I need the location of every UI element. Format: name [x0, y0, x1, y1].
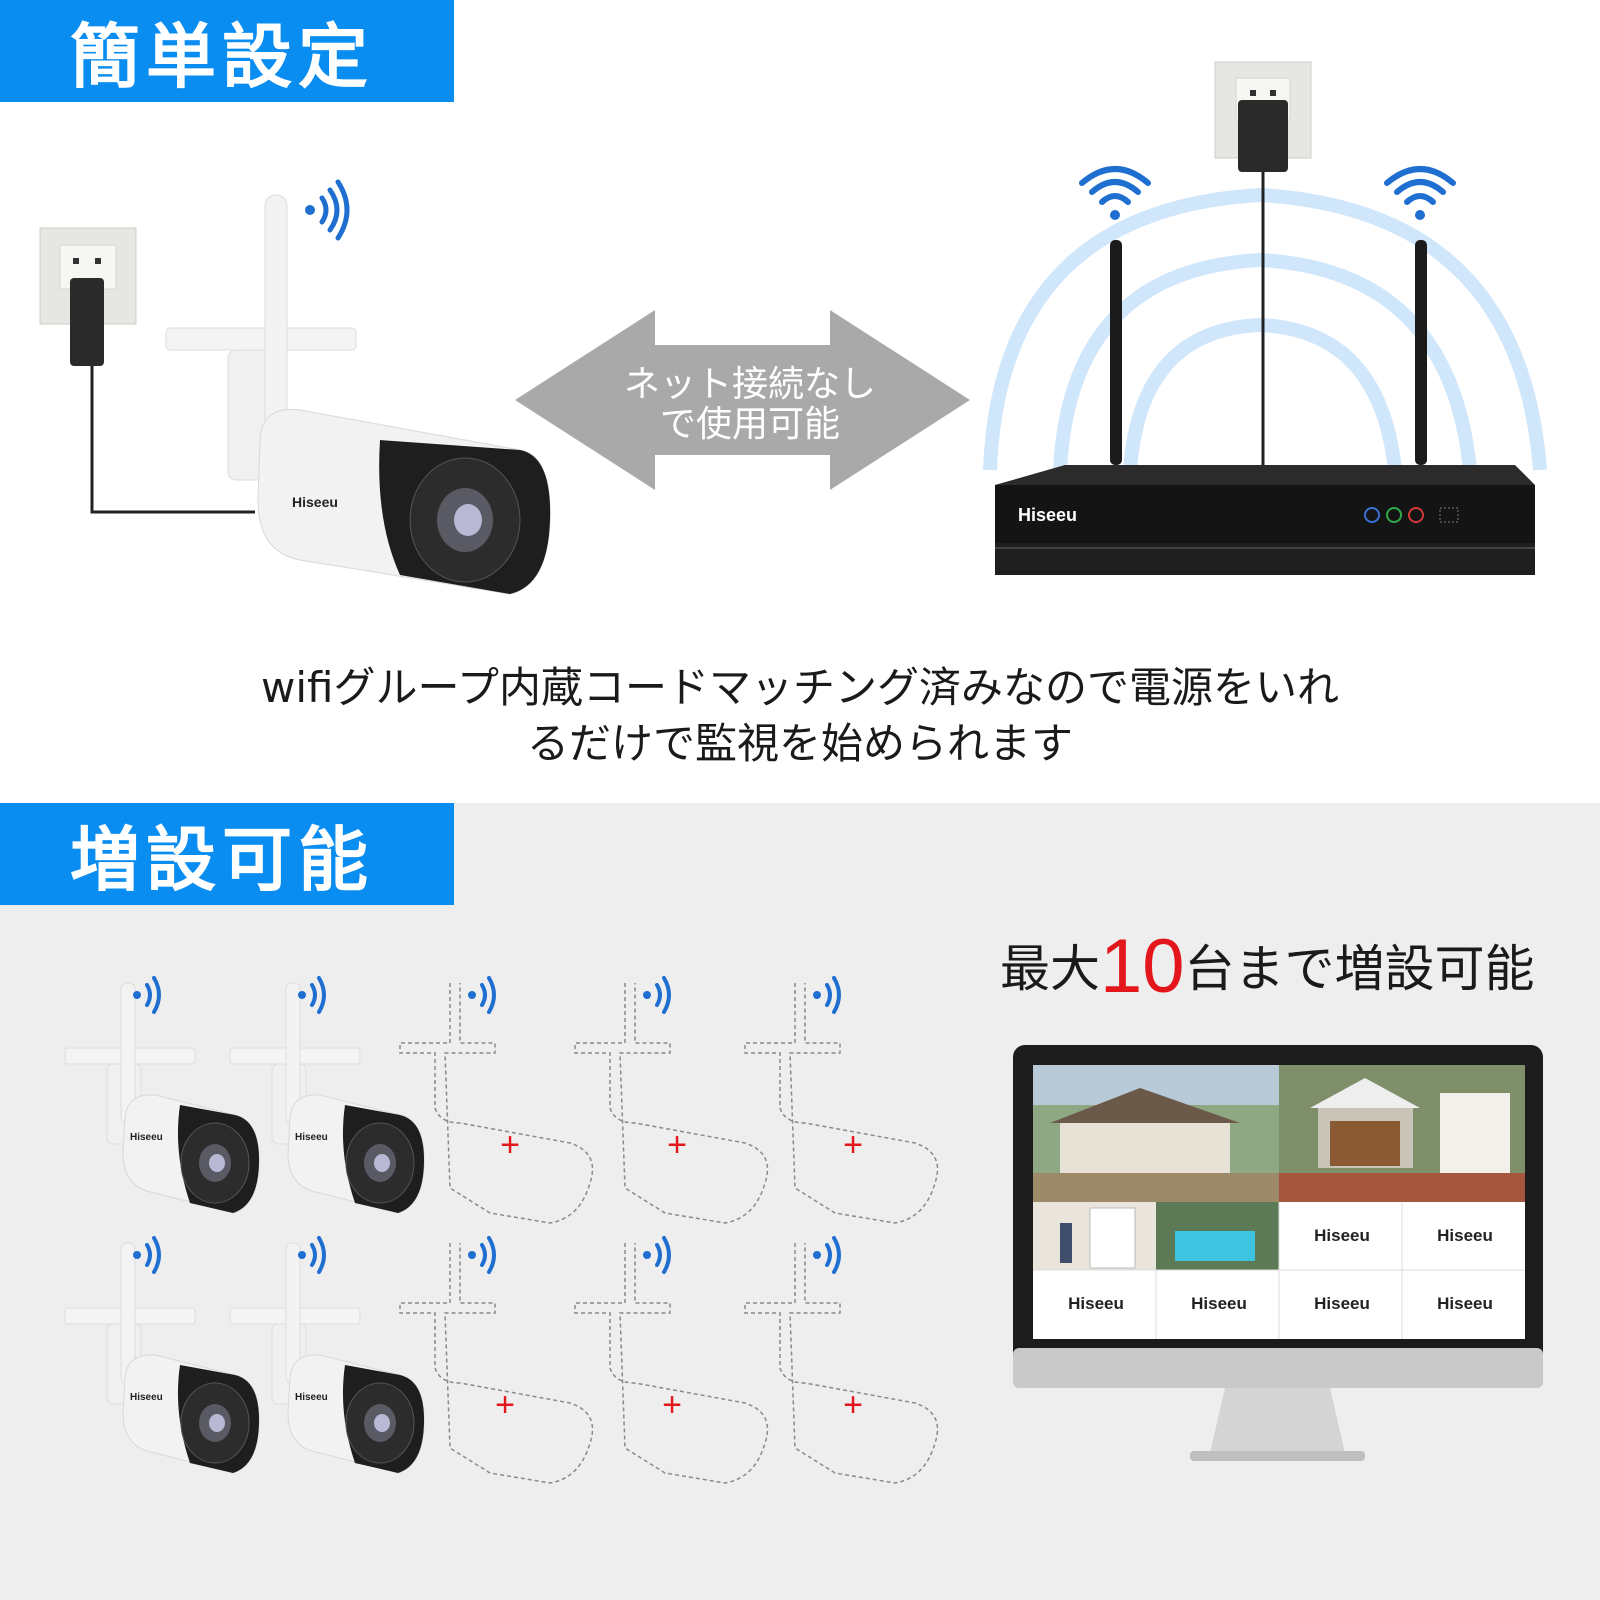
camera-slot-7 — [228, 1236, 427, 1475]
camera-brand-text: Hiseeu — [295, 1392, 328, 1403]
double-arrow-icon — [515, 310, 970, 490]
empty-camera-slot-8 — [398, 1236, 595, 1485]
plus-icon: + — [843, 1126, 863, 1164]
empty-camera-slot-9 — [573, 1236, 770, 1485]
plus-icon: + — [662, 1386, 682, 1424]
camera-brand-text: Hiseeu — [292, 494, 338, 510]
camera-slot-1 — [63, 976, 262, 1215]
arrow-caption-line1: ネット接続なし — [623, 364, 876, 405]
nvr-brand-text: Hiseeu — [1018, 505, 1077, 525]
antenna-left — [1110, 240, 1122, 465]
setup-caption-line1: wifiグループ内蔵コードマッチング済みなので電源をいれ — [261, 663, 1339, 712]
max-label-number: 10 — [1100, 924, 1185, 1009]
empty-camera-slot-3 — [398, 976, 595, 1225]
setup-illustration: Hiseeu — [39, 61, 1547, 595]
empty-channel-tile: Hiseeu — [1314, 1226, 1370, 1245]
signal-waves — [983, 187, 1547, 471]
power-outlet-icon — [1214, 61, 1312, 465]
wifi-signal-icon — [305, 179, 350, 241]
power-indicator — [1364, 507, 1380, 523]
empty-channel-tile: Hiseeu — [1437, 1294, 1493, 1313]
plus-icon: + — [843, 1386, 863, 1424]
setup-section: 簡単設定 Hiseeu — [0, 0, 1547, 772]
monitor — [1013, 1045, 1543, 1461]
empty-channel-tile: Hiseeu — [1437, 1226, 1493, 1245]
setup-banner: 簡単設定 — [0, 0, 454, 102]
setup-caption: wifiグループ内蔵コードマッチング済みなので電源をいれ るだけで監視を始められ… — [150, 660, 1450, 772]
setup-caption-line2: るだけで監視を始められます — [526, 719, 1073, 768]
arrow-caption-line2: で使用可能 — [659, 404, 840, 445]
max-cameras-label: 最大10台まで増設可能 — [1000, 923, 1560, 1010]
empty-channel-tile: Hiseeu — [1191, 1294, 1247, 1313]
camera-brand-text: Hiseeu — [295, 1132, 328, 1143]
wifi-signal-icon — [1079, 166, 1151, 220]
record-indicator — [1386, 507, 1402, 523]
expansion-illustration: + + + + + + Hiseeu Hiseeu Hiseeu Hiseeu — [63, 976, 1543, 1485]
play-indicator — [1408, 507, 1424, 523]
antenna-right — [1415, 240, 1427, 465]
plus-icon: + — [667, 1126, 687, 1164]
wifi-signal-icon — [1384, 166, 1456, 220]
expansion-banner: 増設可能 — [0, 803, 454, 905]
camera-brand-text: Hiseeu — [130, 1132, 163, 1143]
max-label-suffix: 台まで増設可能 — [1184, 940, 1535, 998]
camera-brand-text: Hiseeu — [130, 1392, 163, 1403]
power-outlet-icon — [39, 227, 255, 514]
plus-icon: + — [500, 1126, 520, 1164]
nvr-recorder: Hiseeu — [995, 465, 1535, 575]
empty-channel-tile: Hiseeu — [1068, 1294, 1124, 1313]
camera-slot-2 — [228, 976, 427, 1215]
plus-icon: + — [495, 1386, 515, 1424]
empty-camera-slot-5 — [743, 976, 940, 1225]
expansion-section: 増設可能 最大10台まで増設可能 — [0, 803, 1600, 1600]
bullet-camera: Hiseeu — [165, 194, 551, 595]
arrow-caption: ネット接続なし で使用可能 — [600, 365, 900, 445]
empty-channel-tile: Hiseeu — [1314, 1294, 1370, 1313]
empty-camera-slot-4 — [573, 976, 770, 1225]
max-label-prefix: 最大 — [1000, 940, 1100, 998]
empty-camera-slot-10 — [743, 1236, 940, 1485]
camera-slot-6 — [63, 1236, 262, 1475]
